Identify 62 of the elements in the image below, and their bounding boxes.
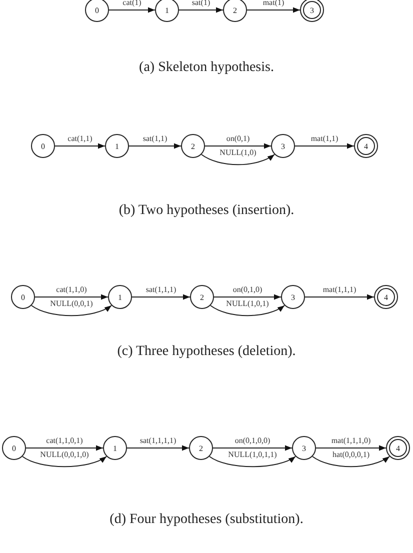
state-circle: 2 — [189, 436, 213, 460]
state-circle: 2 — [223, 0, 247, 22]
edge-label: on(0,1,0,0) — [234, 436, 272, 445]
arrow — [132, 294, 190, 300]
final-state-circle: 4 — [374, 285, 398, 309]
state-circle: 3 — [292, 436, 316, 460]
arrow — [54, 143, 106, 149]
final-state-circle: 4 — [386, 436, 410, 460]
state-circle: 3 — [281, 285, 305, 309]
edge-label: on(0,1,0) — [232, 285, 264, 294]
arrow — [200, 154, 276, 166]
arrow — [304, 294, 374, 300]
edge-label: mat(1,1) — [310, 134, 340, 143]
arrow — [34, 294, 108, 300]
edge-label: on(0,1) — [225, 134, 251, 143]
state-circle: 0 — [85, 0, 109, 22]
edge-label: NULL(0,0,1) — [49, 299, 94, 308]
edge-label: cat(1,1,0,1) — [45, 436, 84, 445]
arrow — [178, 7, 224, 13]
caption: (a) Skeleton hypothesis. — [138, 60, 275, 76]
arrow — [246, 7, 300, 13]
caption: (c) Three hypotheses (deletion). — [116, 344, 297, 360]
arrow — [126, 445, 190, 451]
state-circle: 1 — [108, 285, 132, 309]
state-circle: 1 — [105, 134, 129, 158]
state-circle: 1 — [155, 0, 179, 22]
edge-label: hat(0,0,0,1) — [331, 450, 371, 459]
arrow — [316, 445, 386, 451]
edge-label: NULL(1,0,1) — [225, 299, 270, 308]
arrow — [204, 143, 272, 149]
state-circle: 0 — [11, 285, 35, 309]
edge-label: mat(1,1,1) — [322, 285, 358, 294]
edge-label: sat(1,1,1) — [144, 285, 178, 294]
arrow — [214, 294, 282, 300]
arrow — [208, 456, 296, 468]
final-state-circle: 3 — [300, 0, 324, 22]
state-circle: 2 — [181, 134, 205, 158]
edge-label: NULL(0,0,1,0) — [39, 450, 90, 459]
arrow — [128, 143, 182, 149]
edge-label: cat(1,1,0) — [55, 285, 88, 294]
edge-label: NULL(1,0,1,1) — [227, 450, 278, 459]
edge-label: NULL(1,0) — [218, 148, 258, 157]
edge-label: sat(1,1,1,1) — [138, 436, 178, 445]
caption: (d) Four hypotheses (substitution). — [108, 512, 304, 528]
arrow — [22, 456, 108, 468]
edge-label: mat(1,1,1,0) — [330, 436, 372, 445]
state-circle: 0 — [31, 134, 55, 158]
arrow — [30, 304, 112, 316]
state-circle: 2 — [190, 285, 214, 309]
arrow — [312, 456, 390, 468]
state-circle: 3 — [271, 134, 295, 158]
arrow — [210, 304, 286, 316]
arrow — [108, 7, 156, 13]
state-circle: 0 — [2, 436, 26, 460]
edge-label: cat(1,1) — [66, 134, 94, 143]
edge-label: sat(1,1) — [142, 134, 168, 143]
final-state-circle: 4 — [354, 134, 378, 158]
arrow — [26, 445, 104, 451]
arrow — [294, 143, 354, 149]
state-circle: 1 — [103, 436, 127, 460]
arrow — [212, 445, 292, 451]
caption: (b) Two hypotheses (insertion). — [118, 203, 296, 219]
